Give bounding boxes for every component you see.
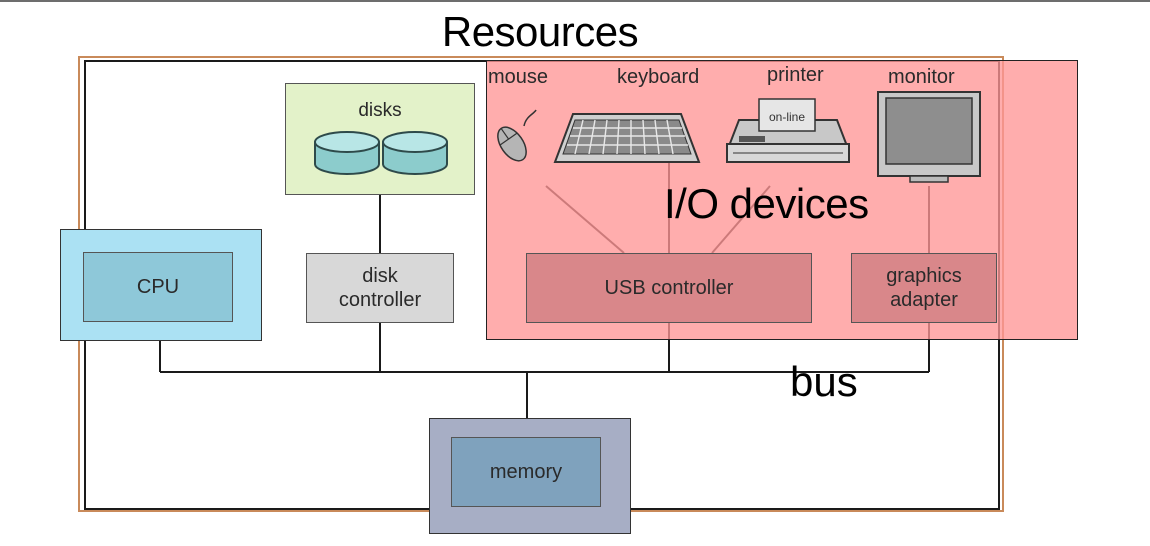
monitor-icon [874, 90, 984, 184]
monitor-label: monitor [888, 66, 955, 88]
keyboard-label: keyboard [617, 66, 700, 88]
slide-title: Resources [441, 8, 639, 55]
bus-label: bus [790, 358, 858, 405]
io-devices-label: I/O devices [664, 180, 869, 227]
printer-display-label: on-line [768, 110, 806, 124]
usb-controller-box: USB controller [526, 253, 812, 323]
mouse-label: mouse [488, 66, 549, 88]
disk-controller-box: disk controller [306, 253, 454, 323]
disk-drives-icon [312, 130, 452, 178]
keyboard-icon [553, 112, 701, 166]
graphics-adapter-box: graphics adapter [851, 253, 997, 323]
disks-label: disks [358, 100, 402, 121]
cpu-box: CPU [83, 252, 233, 322]
memory-box: memory [451, 437, 601, 507]
top-rule [0, 0, 1150, 2]
mouse-icon [490, 108, 540, 166]
printer-icon [725, 96, 851, 166]
printer-label: printer [767, 64, 824, 86]
